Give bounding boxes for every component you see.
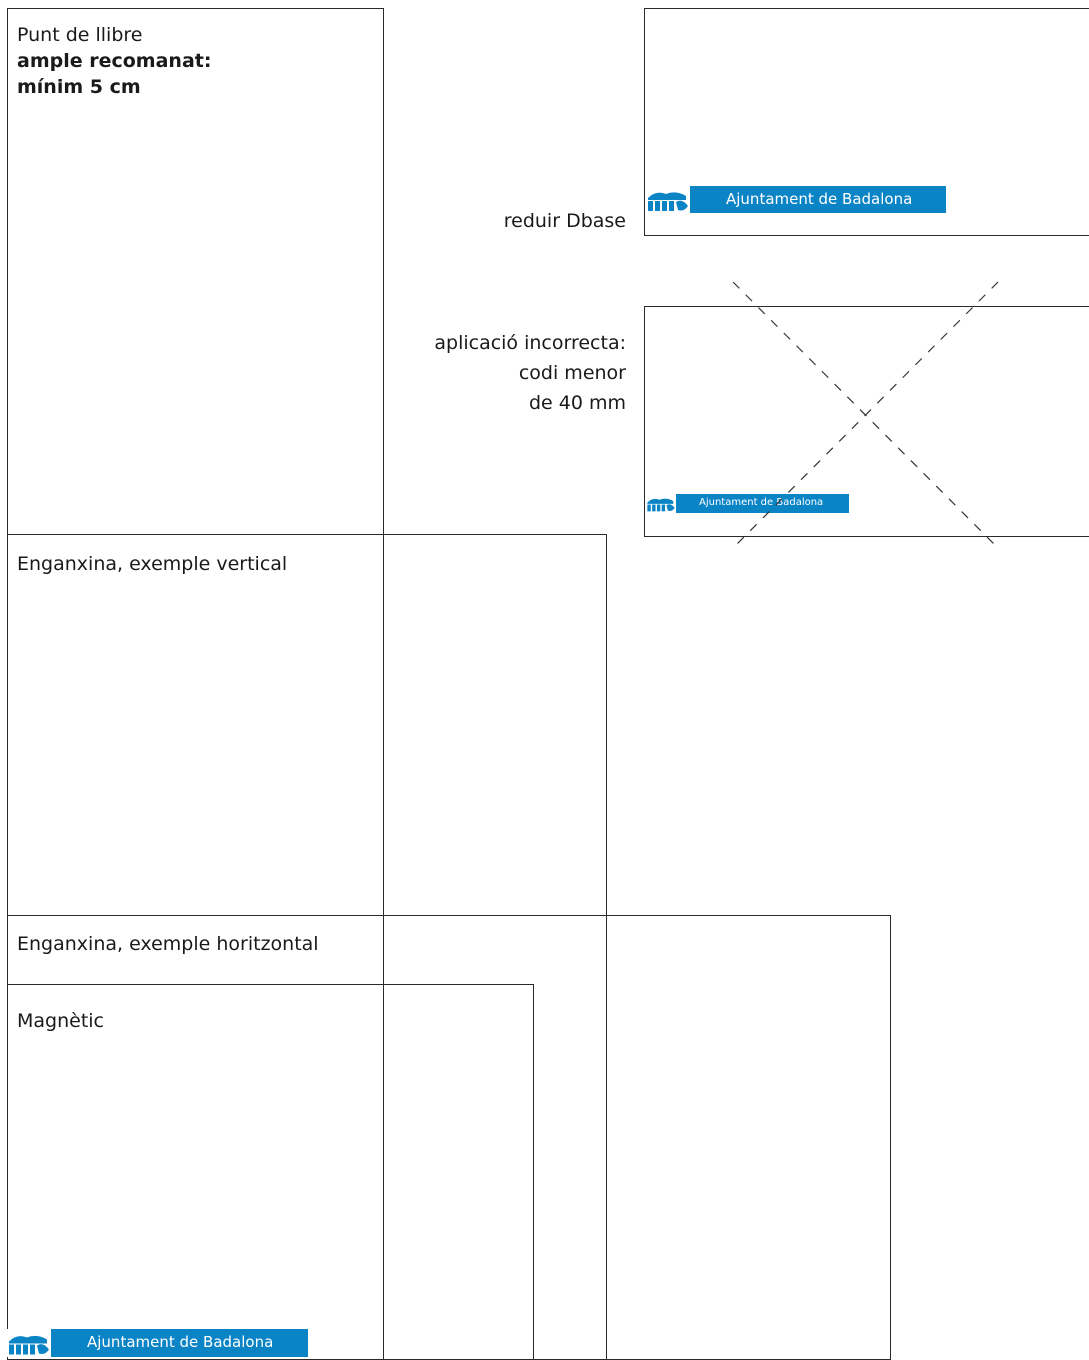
bookmark-title: Punt de llibre (17, 24, 143, 46)
vertical-sticker-title: Enganxina, exemple vertical (17, 553, 288, 575)
magnetic-frame (7, 984, 534, 1360)
brand-text: Ajuntament de Badalona (699, 497, 824, 508)
incorrect-application-label: aplicació incorrecta: codi menor de 40 m… (380, 328, 626, 418)
magnetic-title: Magnètic (17, 1010, 105, 1032)
bookmark-subtitle-2: mínim 5 cm (17, 76, 141, 98)
brand-bar-magnetic: Ajuntament de Badalona (7, 1329, 308, 1357)
reduir-dbase-frame (644, 8, 1089, 236)
brand-text: Ajuntament de Badalona (87, 1333, 274, 1351)
badalona-crest-icon (646, 186, 690, 213)
incorrect-line-3: de 40 mm (528, 392, 626, 414)
brand-bar-reduir: Ajuntament de Badalona (646, 186, 946, 213)
horizontal-sticker-title: Enganxina, exemple horitzontal (17, 933, 319, 955)
incorrect-line-1: aplicació incorrecta: (434, 332, 626, 354)
bookmark-subtitle-1: ample recomanat: (17, 50, 212, 72)
reduir-dbase-label: reduir Dbase (503, 210, 626, 232)
badalona-crest-icon (7, 1329, 51, 1357)
brand-bar-incorrect: Ajuntament de Badalona (646, 494, 849, 513)
bookmark-label: Punt de llibre ample recomanat: mínim 5 … (17, 22, 211, 100)
incorrect-line-2: codi menor (518, 362, 626, 384)
brand-text: Ajuntament de Badalona (726, 190, 913, 208)
badalona-crest-icon (646, 494, 676, 513)
